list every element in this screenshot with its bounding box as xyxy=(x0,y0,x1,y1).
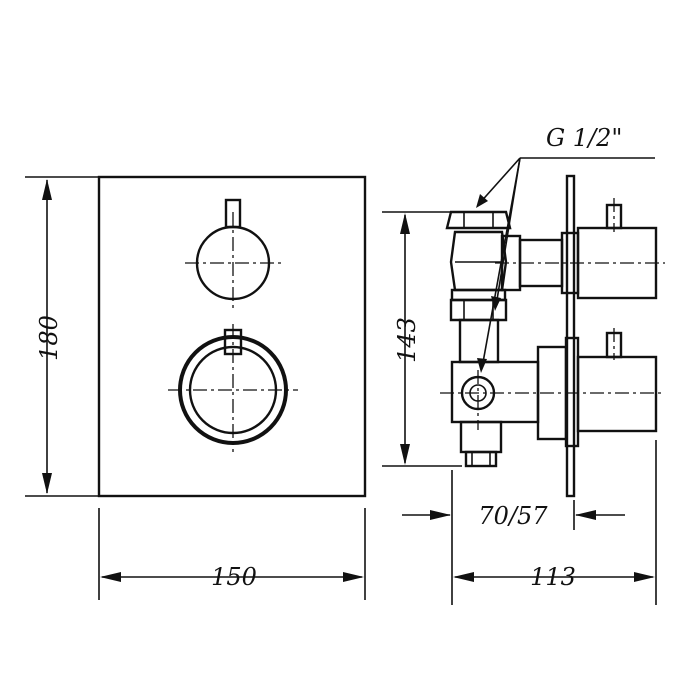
depth-label: 113 xyxy=(530,563,576,591)
cover-plate xyxy=(97,175,367,498)
thread-label: G 1/2" xyxy=(546,124,622,152)
depth-dimension: 113 xyxy=(453,440,657,605)
wall-plate xyxy=(565,174,576,498)
lower-body xyxy=(440,328,665,468)
side-height-label: 143 xyxy=(393,317,421,363)
upper-inlet-fitting xyxy=(445,210,512,364)
projection-label: 70/57 xyxy=(478,502,548,530)
upper-spindle xyxy=(495,198,665,300)
upper-knob xyxy=(185,198,282,310)
width-dimension: 150 xyxy=(98,508,366,600)
projection-dimension: 70/57 xyxy=(402,470,625,605)
height-label: 180 xyxy=(35,315,63,361)
side-view: G 1/2" 143 70/57 113 xyxy=(382,124,665,605)
front-view: 180 150 xyxy=(25,175,367,600)
width-label: 150 xyxy=(211,563,257,591)
thread-callout: G 1/2" xyxy=(476,124,655,373)
side-height-dimension: 143 xyxy=(382,211,462,467)
lower-knob xyxy=(168,324,298,452)
height-dimension: 180 xyxy=(25,176,99,497)
